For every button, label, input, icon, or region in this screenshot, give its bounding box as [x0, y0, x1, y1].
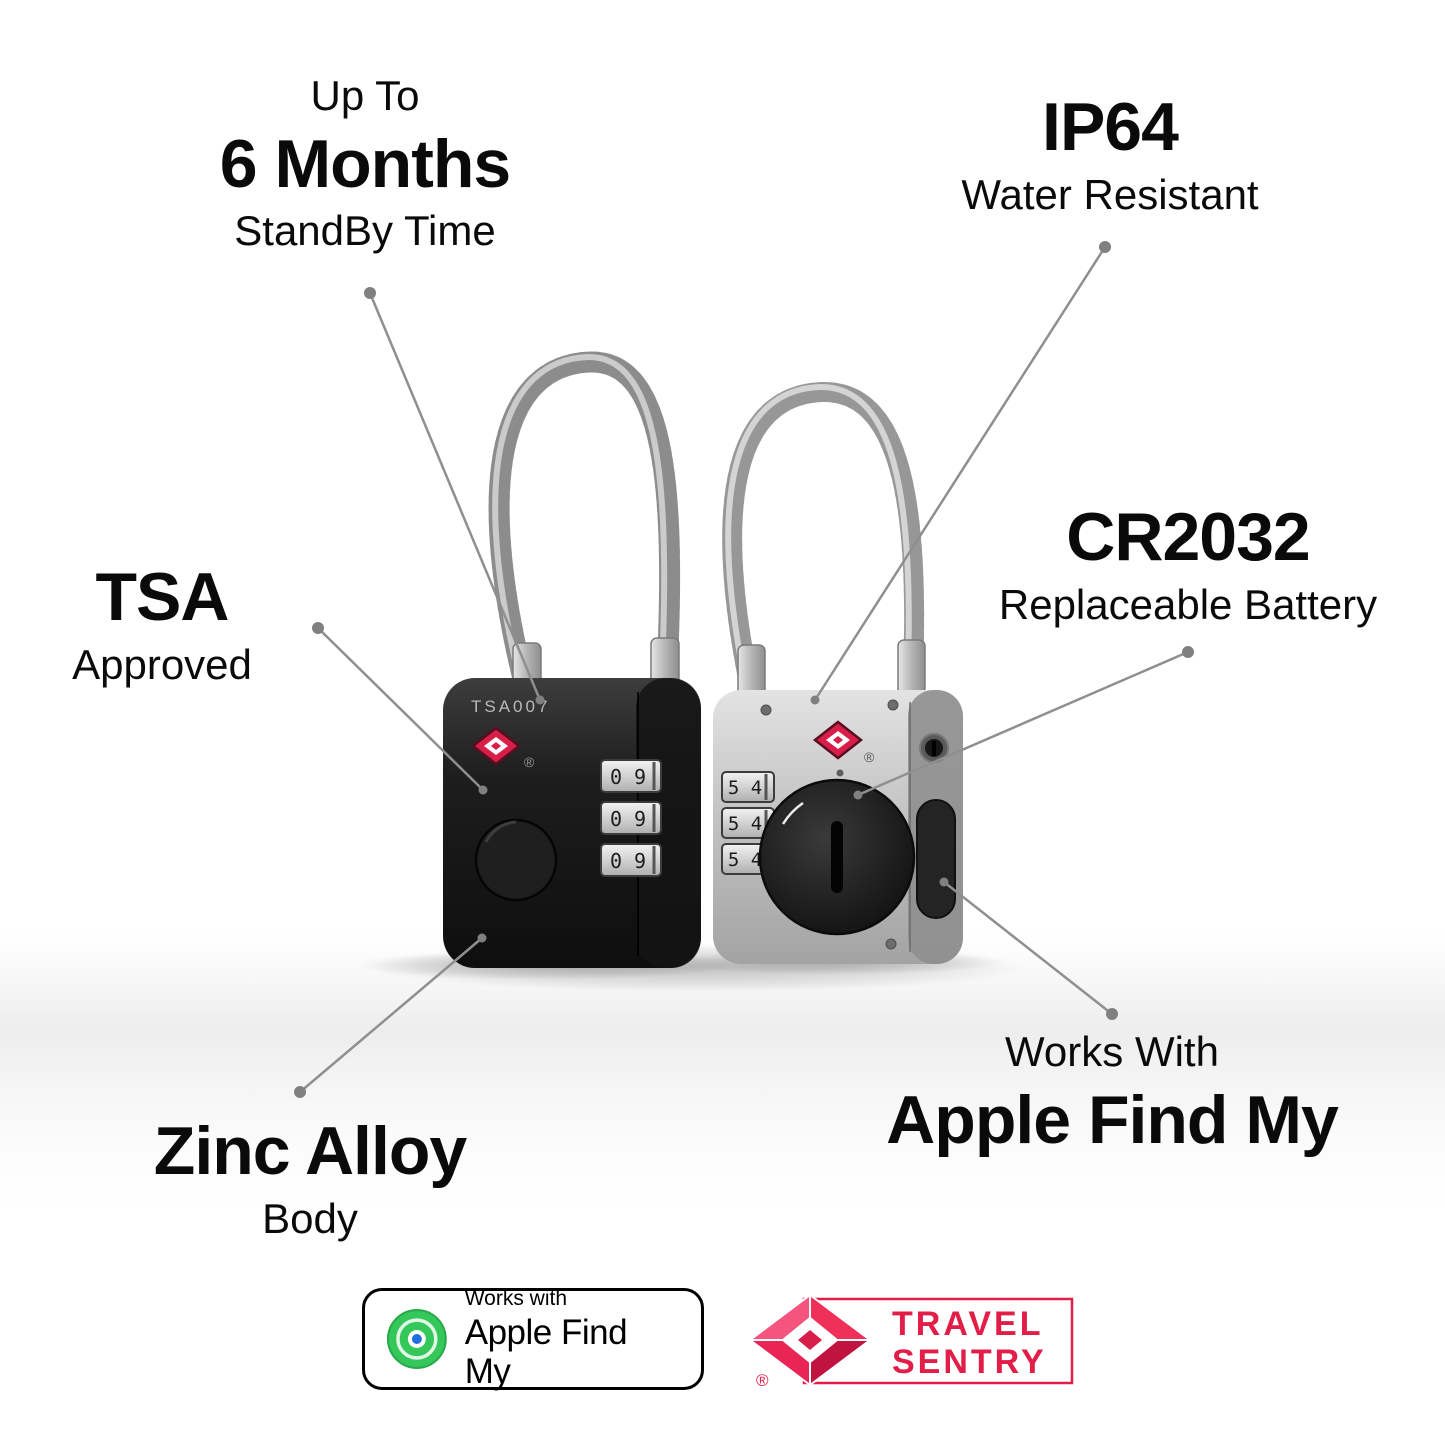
body-big-label: Zinc Alloy — [153, 1113, 467, 1189]
travel-sentry-wordmark: TRAVEL SENTRY — [892, 1305, 1047, 1381]
screw — [887, 699, 899, 711]
tsa-bottom-label: Approved — [72, 640, 252, 688]
line-body — [299, 937, 483, 1093]
black-dial-1: 0 9 — [600, 759, 662, 793]
callout-lines — [299, 246, 1189, 1093]
tsa-logo-icon-silver-lock: ® — [812, 720, 875, 765]
silver-lock-body: ® 5 4 5 4 — [713, 690, 963, 964]
black-lock-button — [474, 818, 558, 902]
water-big-label: IP64 — [1042, 89, 1179, 165]
line-tsa — [317, 627, 484, 791]
callout-replaceable-battery: CR2032 Replaceable Battery — [999, 496, 1377, 631]
callout-standby-time: Up To 6 Months StandBy Time — [219, 70, 511, 258]
black-lock-body: TSA007 ® 0 9 0 9 — [443, 678, 701, 968]
black-lock-side-face — [636, 678, 701, 968]
standby-bottom-label: StandBy Time — [234, 207, 496, 255]
line-standby — [368, 292, 542, 701]
travel-sentry-logo: ® TRAVEL SENTRY — [742, 1292, 1078, 1390]
indicator-hole — [836, 769, 844, 777]
battery-big-label: CR2032 — [1066, 499, 1311, 575]
svg-text:5 4: 5 4 — [728, 777, 762, 799]
callout-dots — [294, 241, 1194, 1098]
silver-dial-2: 5 4 — [721, 807, 775, 839]
standby-top-label: Up To — [310, 72, 420, 119]
black-lock-dials: 0 9 0 9 0 9 — [600, 759, 662, 877]
black-lock-cable — [488, 351, 681, 706]
apple-badge-works-with: Works with — [464, 1286, 568, 1310]
body-bottom-label: Body — [262, 1194, 358, 1242]
line-battery — [857, 650, 1189, 797]
line-findmy — [943, 881, 1113, 1015]
works-with-apple-find-my-badge: Works with Apple Find My — [362, 1286, 704, 1391]
findmy-icon — [386, 1309, 447, 1369]
black-dial-2: 0 9 — [600, 801, 662, 835]
travel-sentry-word2: SENTRY — [892, 1343, 1047, 1381]
apple-badge-name: Apple Find My — [464, 1313, 628, 1391]
travel-sentry-icon: ® TRAVEL SENTRY — [747, 1293, 1074, 1390]
silver-cable-ferrule-left — [737, 644, 766, 698]
registered-mark-silver-lock: ® — [864, 749, 875, 765]
findmy-big-label: Apple Find My — [886, 1081, 1339, 1158]
silver-cable-ferrule-right — [897, 639, 926, 695]
travel-sentry-registered: ® — [756, 1371, 769, 1390]
callout-tsa-approved: TSA Approved — [72, 556, 252, 691]
tsa-logo-icon-black-lock: ® — [470, 726, 535, 770]
svg-text:0 9: 0 9 — [610, 765, 646, 789]
black-dial-3: 0 9 — [600, 843, 662, 877]
tsa-big-label: TSA — [95, 559, 229, 635]
callout-zinc-alloy-body: Zinc Alloy Body — [153, 1110, 467, 1245]
silver-lock-cable — [722, 381, 926, 708]
battery-bottom-label: Replaceable Battery — [998, 580, 1378, 628]
black-lock-engraving: TSA007 — [471, 697, 550, 716]
svg-text:0 9: 0 9 — [610, 849, 646, 873]
svg-text:0 9: 0 9 — [610, 807, 646, 831]
silver-dial-1: 5 4 — [721, 771, 775, 803]
screw — [760, 704, 772, 716]
water-bottom-label: Water Resistant — [961, 170, 1259, 218]
travel-sentry-diamond-icon — [747, 1293, 873, 1387]
findmy-top-label: Works With — [1005, 1028, 1219, 1075]
rotate-indicator-arc — [781, 801, 804, 825]
line-water — [813, 246, 1107, 701]
standby-big-label: 6 Months — [219, 125, 511, 202]
battery-cover — [758, 778, 916, 936]
keyhole-icon — [919, 733, 949, 763]
travel-sentry-word1: TRAVEL — [892, 1305, 1043, 1343]
svg-text:5 4: 5 4 — [728, 849, 762, 871]
registered-mark-black-lock: ® — [524, 754, 535, 770]
callout-apple-find-my: Works With Apple Find My — [886, 1026, 1339, 1161]
callout-water-resistant: IP64 Water Resistant — [961, 86, 1258, 221]
screw — [885, 938, 897, 950]
side-window — [916, 799, 956, 919]
svg-text:5 4: 5 4 — [728, 813, 762, 835]
